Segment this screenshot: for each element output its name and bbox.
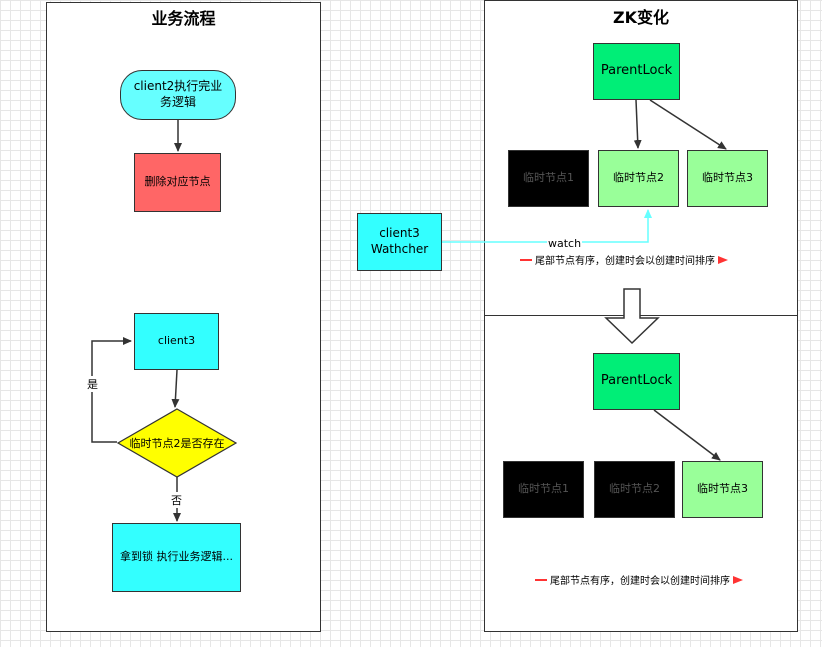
note-arrow-bottom — [733, 575, 743, 584]
ordering-note-top-text: 尾部节点有序，创建时会以创建时间排序 — [535, 256, 715, 267]
start-client2-done: client2执行完业务逻辑 — [120, 70, 236, 120]
note-arrow-top — [718, 255, 728, 264]
business-flow-title: 业务流程 — [151, 9, 216, 28]
yes-label: 是 — [86, 376, 99, 392]
diamond-shape — [117, 408, 237, 478]
temp-node2-top: 临时节点2 — [598, 150, 679, 207]
temp-node2-bottom: 临时节点2 — [594, 461, 675, 518]
note-bar-top — [520, 258, 532, 261]
decision-label: 临时节点2是否存在 — [129, 437, 225, 450]
parentlock-top: ParentLock — [593, 43, 680, 100]
client3-watcher: client3 Wathcher — [357, 213, 442, 271]
client3-step: client3 — [134, 313, 219, 370]
final-acquire-lock-step: 拿到锁 执行业务逻辑... — [112, 523, 241, 592]
watch-label: watch — [547, 237, 583, 250]
parentlock-bottom: ParentLock — [593, 353, 680, 410]
decision-diamond: 临时节点2是否存在 — [117, 408, 237, 478]
ordering-note-bottom-text: 尾部节点有序，创建时会以创建时间排序 — [550, 576, 730, 587]
temp-node3-top: 临时节点3 — [687, 150, 768, 207]
note-bar-bottom — [535, 578, 547, 581]
ordering-note-top: 尾部节点有序，创建时会以创建时间排序 — [520, 252, 728, 267]
temp-node1-top: 临时节点1 — [508, 150, 589, 207]
zk-change-title: ZK变化 — [612, 8, 669, 27]
no-label: 否 — [170, 492, 183, 508]
temp-node1-bottom: 临时节点1 — [503, 461, 584, 518]
temp-node3-bottom: 临时节点3 — [682, 461, 763, 518]
delete-node-step: 删除对应节点 — [134, 153, 221, 212]
ordering-note-bottom: 尾部节点有序，创建时会以创建时间排序 — [535, 572, 743, 587]
